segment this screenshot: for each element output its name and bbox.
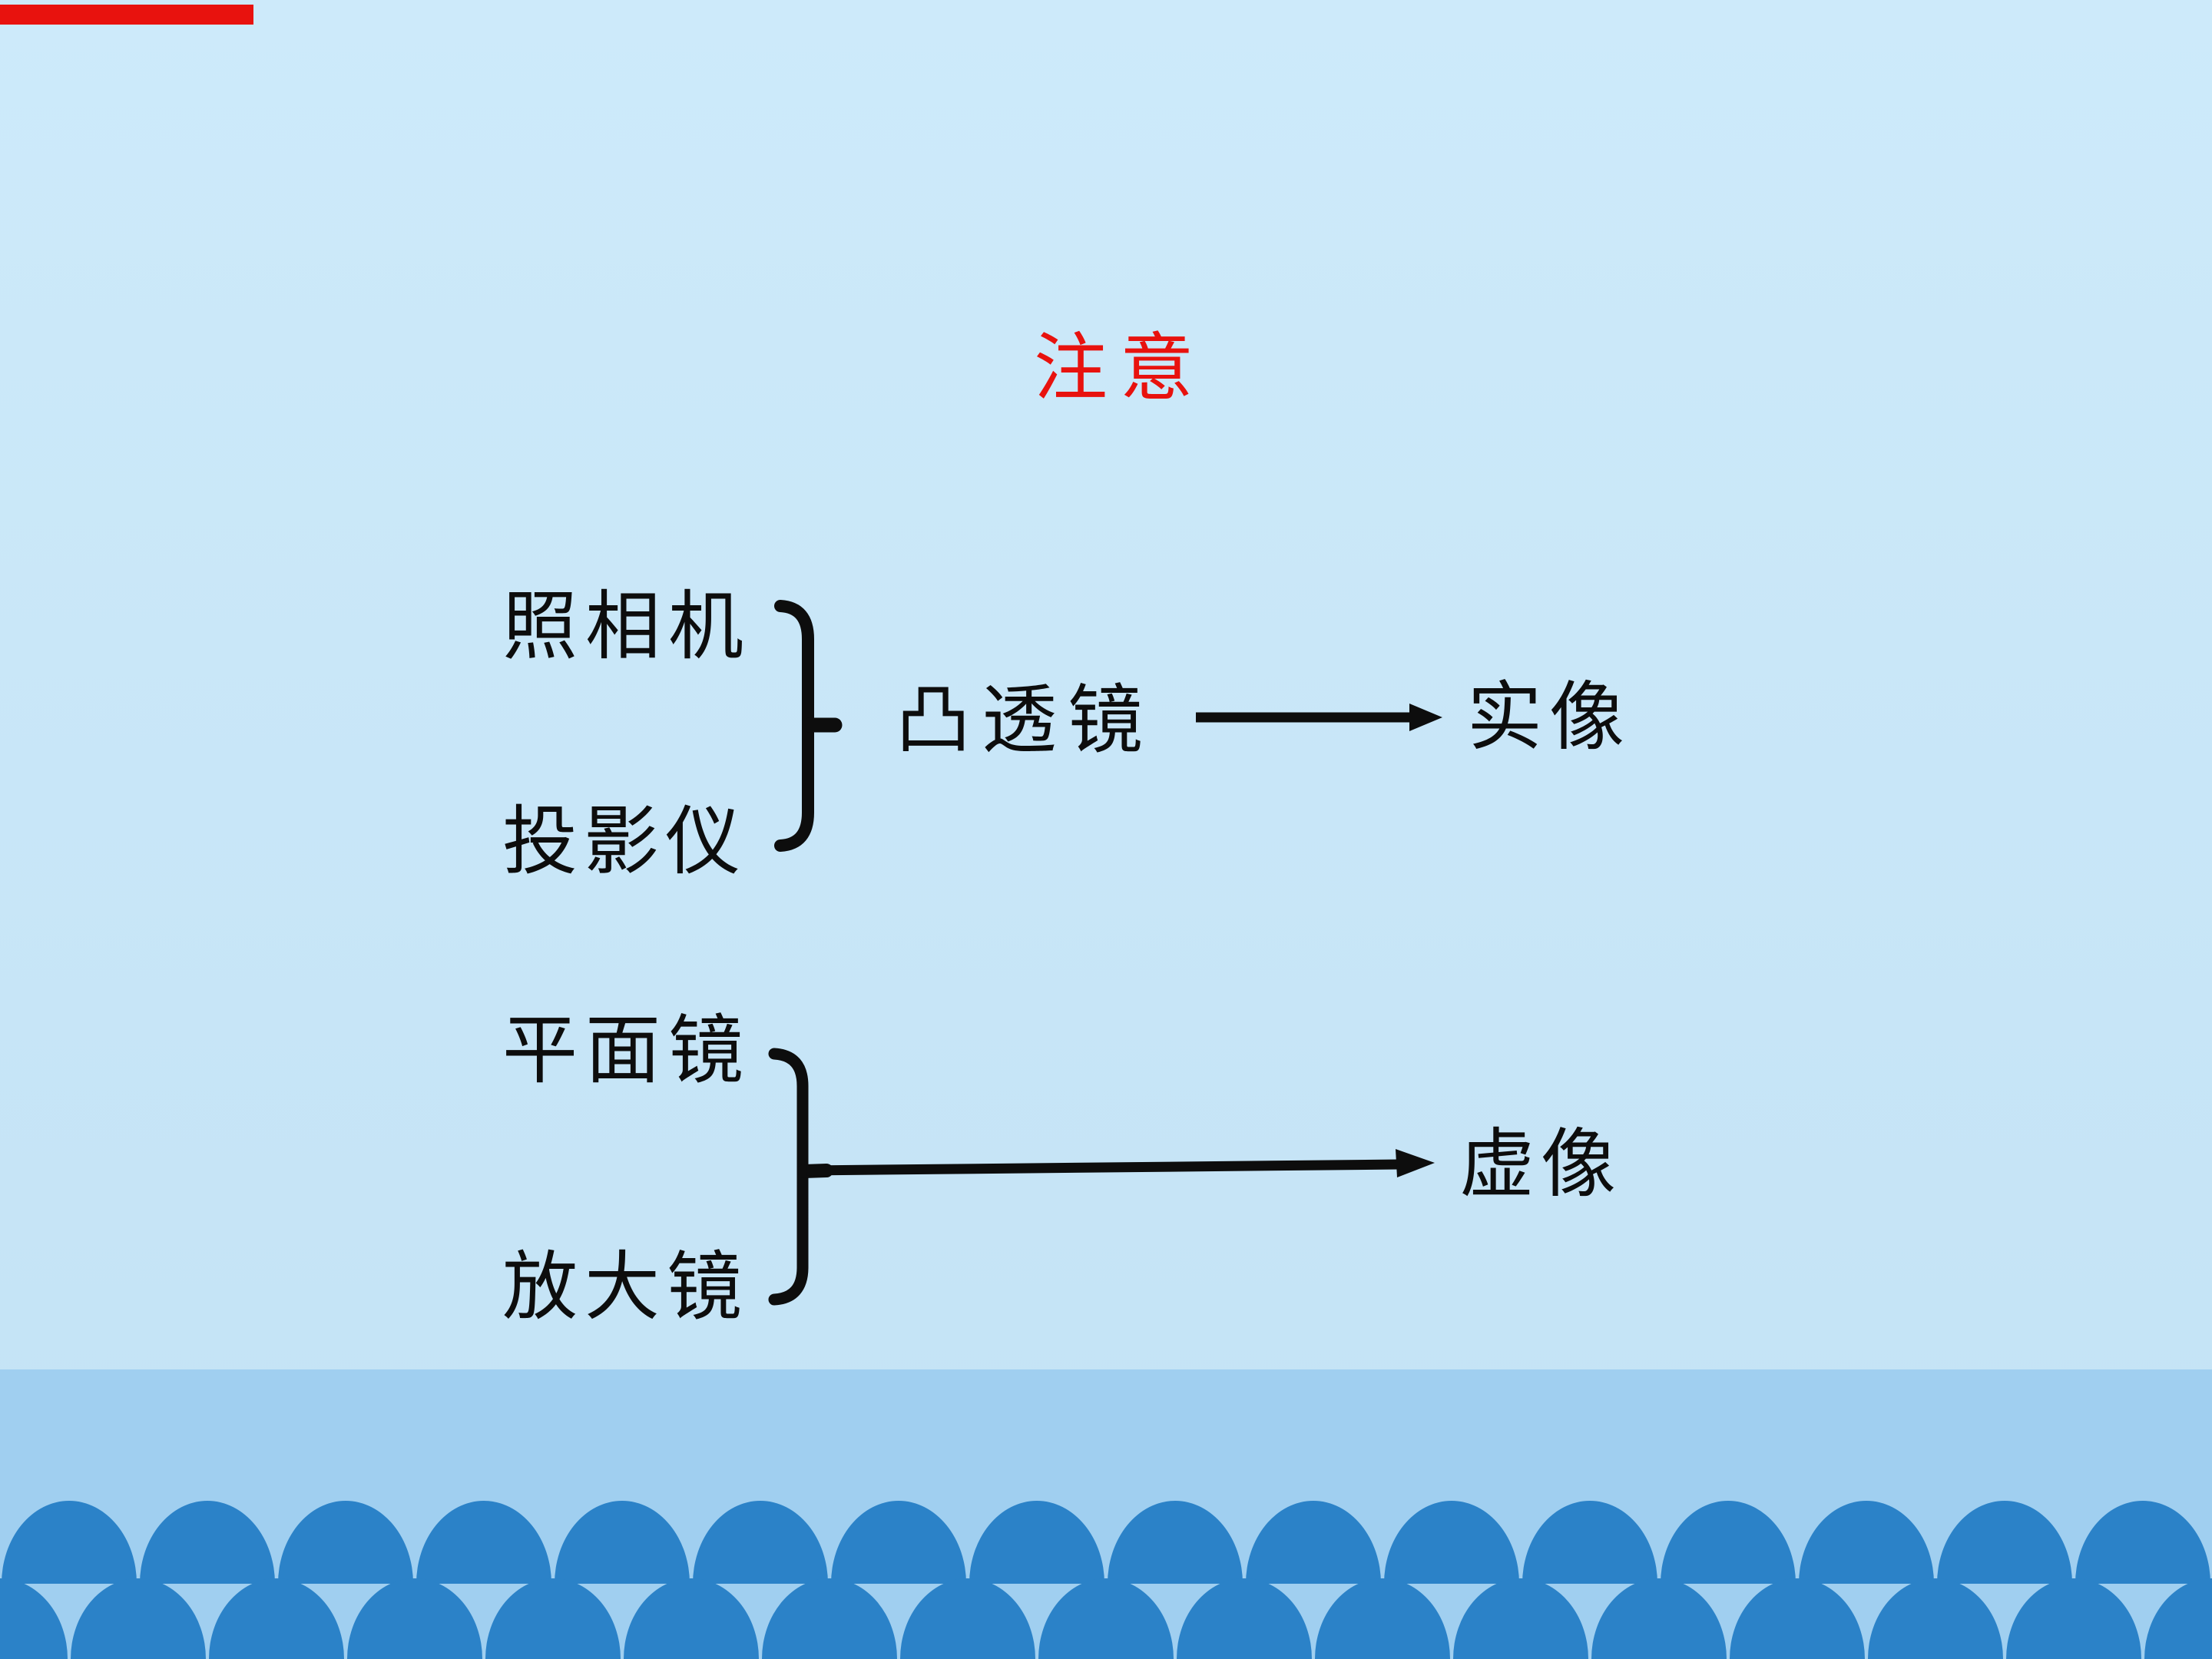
slide-title: 注意: [1034, 327, 1206, 409]
label-camera: 照相机: [502, 586, 752, 669]
wave-domes-back-row: [2, 1501, 2210, 1584]
label-plane-mirror: 平面镜: [502, 1010, 752, 1093]
label-convex-lens: 凸透镜: [896, 680, 1154, 763]
wave-domes-front-row: [0, 1578, 2212, 1659]
top-left-red-mark: [0, 5, 253, 25]
label-real-image: 实像: [1467, 677, 1632, 760]
brace-icon-group1: [774, 600, 843, 852]
arrow-icon-virtual-image: [806, 1149, 1435, 1177]
brace-icon-group2: [768, 1048, 833, 1306]
arrow-icon-real-image: [1196, 704, 1442, 731]
label-magnifying-glass: 放大镜: [502, 1247, 750, 1330]
label-projector: 投影仪: [502, 801, 747, 884]
label-virtual-image: 虚像: [1459, 1124, 1623, 1207]
